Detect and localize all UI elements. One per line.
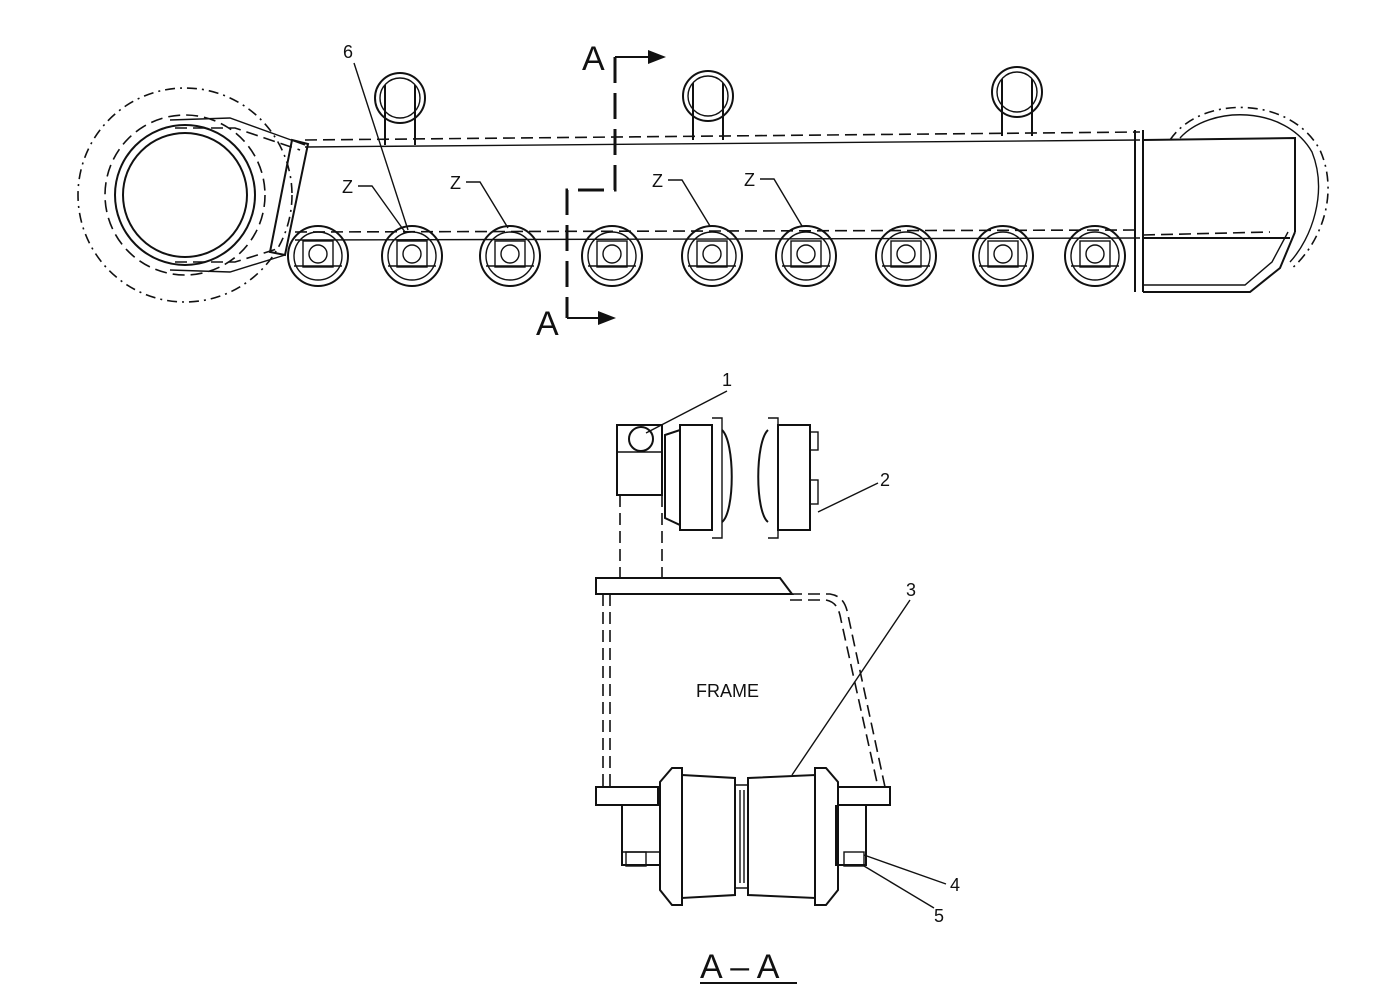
track-roller — [1064, 225, 1126, 287]
section-title: A – A — [700, 948, 780, 986]
front-idler-rim — [114, 124, 256, 266]
track-roller-row — [287, 225, 1126, 287]
callout-5: 5 — [863, 865, 944, 926]
section-marker-bottom: A — [536, 305, 559, 343]
front-idler-hub — [122, 132, 248, 258]
front-yoke — [169, 117, 306, 273]
section-cut-line — [565, 57, 617, 318]
section-view-a-a: FRAME 1 2 3 — [595, 370, 960, 986]
svg-text:1: 1 — [722, 370, 732, 390]
track-roller — [479, 225, 541, 287]
callout-4: 4 — [863, 854, 960, 895]
carrier-bracket-block — [616, 424, 663, 496]
track-roller — [681, 225, 743, 287]
callout-1: 1 — [645, 370, 732, 434]
front-idler-outline — [77, 87, 293, 303]
svg-text:3: 3 — [906, 580, 916, 600]
detail-z-leader: Z — [342, 177, 406, 233]
track-roller — [581, 225, 643, 287]
carrier-roller — [664, 417, 819, 539]
section-arrow-bottom — [598, 311, 616, 325]
track-roller-section — [659, 767, 839, 906]
track-frame-side-view: A A Z Z Z Z 6 — [77, 40, 1329, 343]
track-roller — [775, 225, 837, 287]
detail-z-leader: Z — [744, 170, 803, 227]
callout-2: 2 — [817, 470, 890, 513]
svg-text:2: 2 — [880, 470, 890, 490]
detail-z-leader: Z — [652, 171, 711, 227]
carrier-roller-post — [374, 72, 426, 145]
carrier-bolt-head — [628, 426, 654, 452]
right-bolt — [843, 851, 865, 867]
track-roller — [972, 225, 1034, 287]
carrier-roller-post — [991, 66, 1043, 136]
svg-text:5: 5 — [934, 906, 944, 926]
svg-text:6: 6 — [343, 42, 353, 62]
svg-text:Z: Z — [450, 173, 461, 193]
track-roller — [287, 225, 349, 287]
track-roller — [381, 225, 443, 287]
callout-6: 6 — [343, 42, 409, 231]
track-roller — [875, 225, 937, 287]
frame-body-outline — [602, 593, 886, 788]
svg-text:Z: Z — [342, 177, 353, 197]
svg-text:4: 4 — [950, 875, 960, 895]
right-mount-plate — [837, 786, 891, 806]
detail-z-leader: Z — [450, 173, 509, 229]
left-mount-plate — [595, 786, 659, 806]
carrier-roller-post — [682, 70, 734, 140]
frame-beam-bottom — [294, 229, 1141, 233]
section-arrow-top — [648, 50, 666, 64]
svg-text:Z: Z — [744, 170, 755, 190]
rear-frame-section — [1134, 130, 1296, 292]
callout-3: 3 — [791, 580, 916, 776]
frame-top-plate — [595, 577, 794, 595]
svg-text:Z: Z — [652, 171, 663, 191]
section-marker-top: A — [582, 40, 605, 78]
rear-idler-outline — [1169, 106, 1329, 271]
frame-label: FRAME — [696, 681, 759, 701]
